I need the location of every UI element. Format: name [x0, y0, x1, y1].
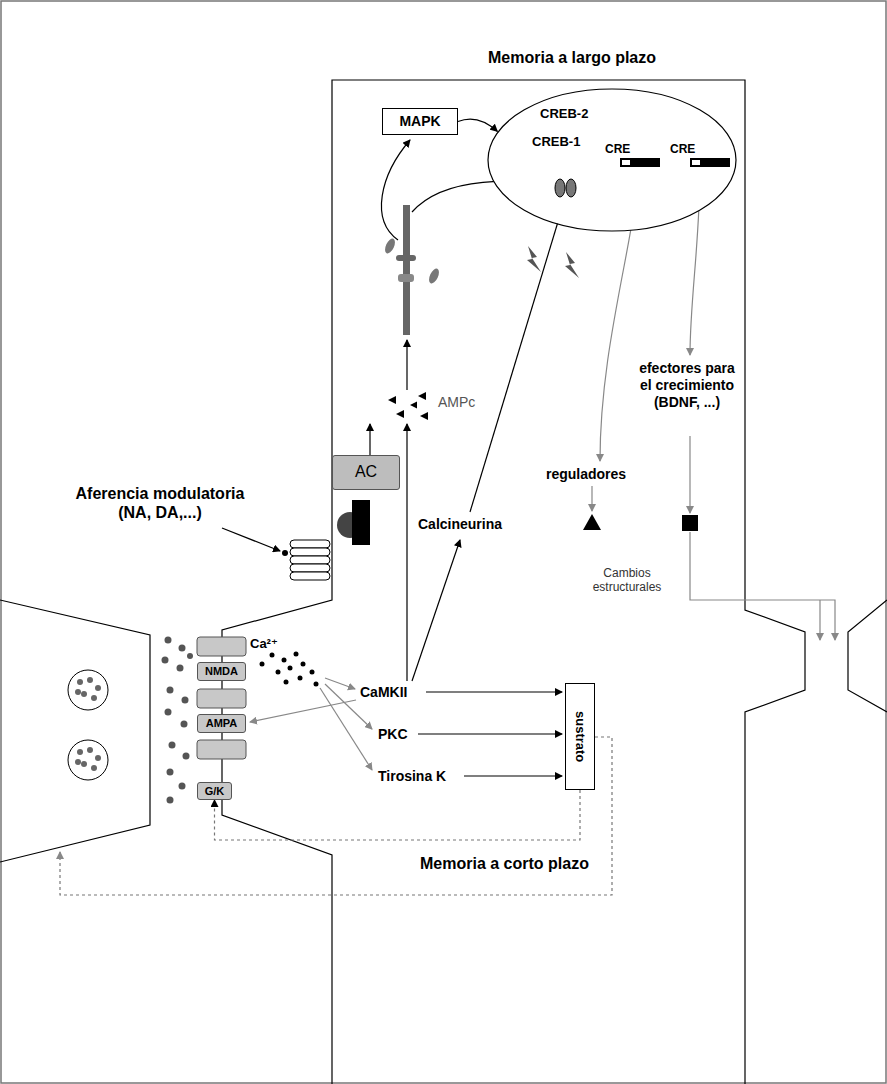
dna-element — [690, 158, 730, 167]
kinase-label: Tirosina K — [378, 768, 446, 785]
creb-molecule — [566, 179, 576, 197]
nucleus-outline — [487, 88, 737, 232]
nucleus: CREB-2CREB-1CRE CRE — [487, 88, 737, 232]
region-title: Memoria a largo plazo — [488, 48, 656, 67]
regulator-label: reguladores — [546, 466, 626, 483]
effector-label: efectores para el crecimiento (BDNF, ...… — [636, 360, 738, 410]
box-text: sustrato — [573, 711, 588, 762]
kinase-box: MAPK — [382, 108, 458, 135]
postsynaptic-neuron — [222, 80, 805, 1084]
box-text: NMDA — [205, 665, 238, 678]
note-label: Cambios estructurales — [582, 566, 672, 595]
regulator-symbol — [583, 514, 601, 530]
nucleus-text: CREB-2 — [540, 106, 588, 121]
receptor-box: G/K — [197, 782, 232, 800]
feedback-arrow — [60, 737, 612, 895]
dna-site — [692, 160, 700, 165]
box-text: MAPK — [399, 113, 440, 129]
target-neuron — [848, 600, 887, 712]
modulatory-receptor — [222, 500, 370, 580]
nucleus-text: CRE — [605, 142, 630, 156]
enzyme-label: Calcineurina — [418, 516, 502, 533]
box-text: AC — [355, 463, 377, 481]
grey-arrows — [250, 168, 835, 770]
pka-symbol — [383, 205, 441, 335]
box-text: AMPA — [206, 717, 238, 730]
nucleus-text: CRE — [670, 142, 695, 156]
region-title: Memoria a corto plazo — [420, 854, 589, 873]
presynaptic-terminal — [0, 600, 150, 862]
transmitter-dots — [162, 637, 194, 804]
vesicles — [68, 670, 108, 780]
kinase-label: CaMKII — [360, 684, 407, 701]
nucleus-ellipse — [488, 89, 736, 231]
ion-label: Ca²⁺ — [250, 636, 278, 652]
effector-symbol — [682, 515, 698, 531]
dna-site — [622, 160, 630, 165]
camp-molecules — [388, 392, 428, 420]
substrate-box: sustrato — [565, 683, 595, 790]
box-text: G/K — [205, 785, 225, 798]
creb-molecule — [555, 179, 565, 197]
receptor-box: NMDA — [197, 662, 246, 681]
enzyme-box: AC — [332, 455, 400, 490]
receptor-box: AMPA — [197, 714, 246, 733]
dna-element — [620, 158, 660, 167]
nucleus-text: CREB-1 — [532, 134, 580, 149]
kinase-label: PKC — [378, 726, 408, 743]
receptors — [197, 637, 246, 759]
calcium-dots — [260, 652, 319, 687]
connector — [215, 790, 581, 840]
afferent-label: Aferencia modulatoria (NA, DA,...) — [65, 484, 255, 522]
connector — [458, 119, 497, 131]
molecule-label: AMPc — [438, 394, 475, 411]
